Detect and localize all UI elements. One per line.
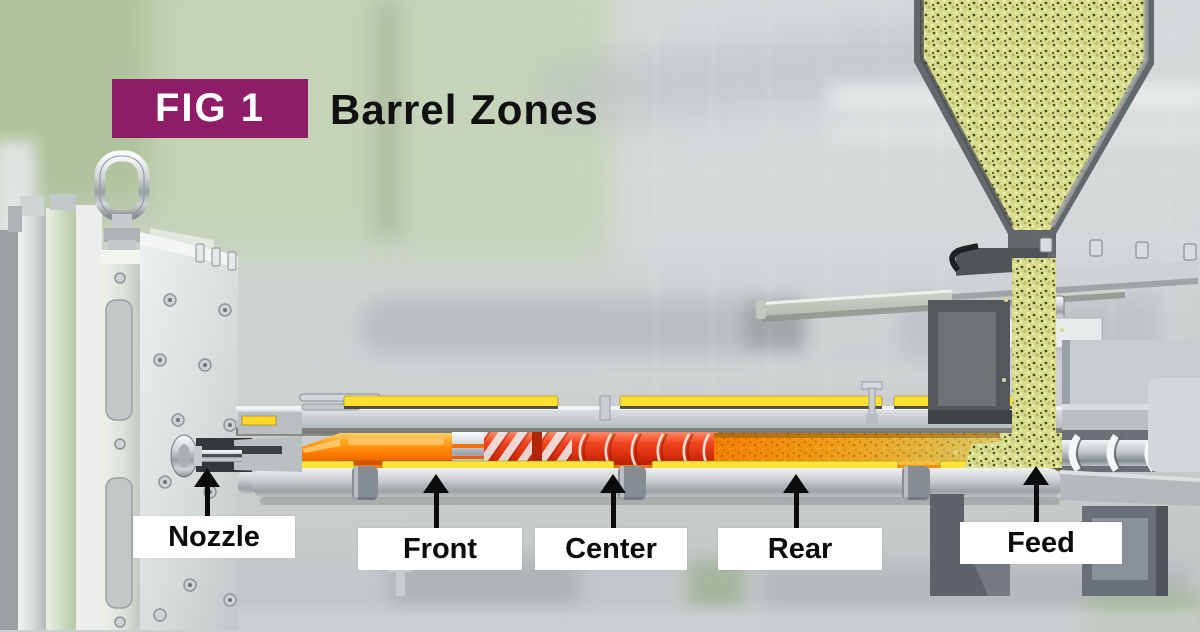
front-arrow bbox=[423, 474, 449, 528]
rear-arrow bbox=[783, 474, 809, 528]
thermocouple-clamp bbox=[599, 381, 883, 424]
label-front-text: Front bbox=[402, 532, 478, 565]
label-front: Front bbox=[358, 528, 522, 570]
label-center-text: Center bbox=[565, 532, 657, 565]
screw-feed-section bbox=[1062, 378, 1200, 473]
label-feed-text: Feed bbox=[1007, 526, 1075, 559]
nozzle-arrow bbox=[194, 468, 220, 516]
center-arrow bbox=[600, 474, 626, 528]
figure-badge-label: FIG 1 bbox=[154, 86, 266, 130]
page-title-text: Barrel Zones bbox=[330, 86, 599, 133]
pellet-stream bbox=[954, 258, 1106, 468]
bg-blurred-cylinder bbox=[360, 298, 760, 354]
label-rear: Rear bbox=[718, 528, 882, 570]
label-nozzle: Nozzle bbox=[133, 516, 295, 558]
bg-green-column bbox=[372, 0, 402, 240]
label-rear-text: Rear bbox=[767, 532, 833, 565]
hopper bbox=[914, 0, 1154, 262]
nozzle-assembly bbox=[170, 434, 302, 478]
figure-badge: FIG 1 bbox=[112, 79, 308, 138]
hopper-pellets bbox=[922, 0, 1146, 230]
page-title: Barrel Zones bbox=[330, 82, 599, 138]
label-center: Center bbox=[535, 528, 687, 570]
plate-studs bbox=[195, 243, 237, 271]
eyebolt bbox=[94, 150, 150, 252]
label-nozzle-text: Nozzle bbox=[168, 520, 260, 553]
bracket-handle bbox=[949, 243, 979, 272]
feed-arrow bbox=[1023, 466, 1049, 522]
bg-floor-light bbox=[0, 610, 1200, 632]
label-feed: Feed bbox=[960, 522, 1122, 564]
